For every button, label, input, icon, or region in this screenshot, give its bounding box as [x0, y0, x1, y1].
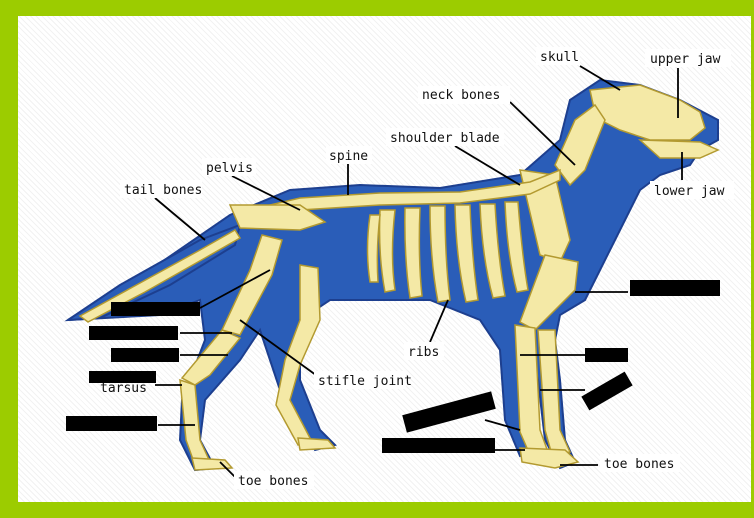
redaction-bar [66, 416, 157, 431]
rib [368, 215, 381, 282]
label-ribs: ribs [408, 345, 439, 360]
redaction-bar [111, 302, 200, 316]
label-lower-jaw: lower jaw [654, 184, 725, 199]
redaction-bar [585, 348, 628, 362]
label-tarsus: tarsus [100, 381, 147, 396]
label-neck-bones: neck bones [422, 88, 500, 103]
label-toe-bones-front: toe bones [604, 457, 674, 472]
label-stifle-joint: stifle joint [318, 374, 412, 389]
label-upper-jaw: upper jaw [650, 52, 721, 67]
redaction-bar [89, 326, 178, 340]
redaction-bar [111, 348, 179, 362]
label-spine: spine [329, 149, 368, 164]
label-pelvis: pelvis [206, 161, 253, 176]
label-shoulder-blade: shoulder blade [390, 131, 500, 146]
label-tail-bones: tail bones [124, 183, 202, 198]
redaction-bars [66, 280, 720, 453]
redaction-bar [581, 372, 632, 411]
leader-ribs [430, 300, 448, 342]
label-toe-bones-hind: toe bones [238, 474, 308, 489]
label-skull: skull [540, 50, 579, 65]
redaction-bar [402, 391, 496, 432]
leader-shoulder-blade [455, 146, 520, 185]
redaction-bar [89, 371, 156, 383]
leader-tail-bones [155, 198, 205, 240]
redaction-bar [630, 280, 720, 296]
redaction-bar [382, 438, 495, 453]
